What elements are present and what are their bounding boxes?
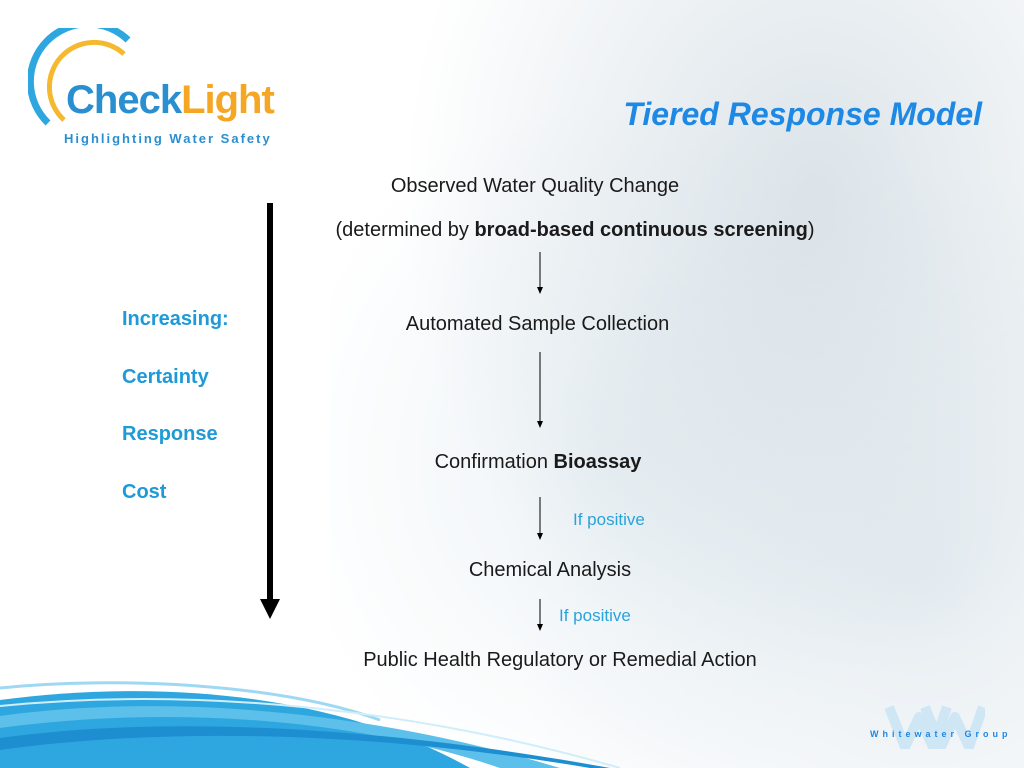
step-public-health-action: Public Health Regulatory or Remedial Act… — [363, 649, 757, 671]
step-sample-collection: Automated Sample Collection — [405, 313, 670, 335]
water-background — [330, 0, 1024, 768]
flow-arrow-2 — [537, 352, 543, 428]
side-item-certainty: Certainty — [122, 366, 209, 388]
side-item-cost: Cost — [122, 481, 167, 503]
logo-tagline: Highlighting Water Safety — [64, 131, 272, 146]
bioassay-prefix: Confirmation — [434, 451, 554, 473]
flow-arrow-1 — [537, 252, 543, 294]
step-confirmation-bioassay: Confirmation Bioassay — [390, 451, 686, 474]
screening-suffix: ) — [807, 219, 815, 241]
condition-if-positive-1: If positive — [573, 510, 645, 529]
flow-arrow-4 — [537, 599, 543, 631]
wave-decoration — [0, 681, 621, 768]
whitewater-watermark: Whitewater Group — [870, 729, 1012, 739]
step-screening-note: (determined by broad-based continuous sc… — [260, 219, 890, 242]
side-heading: Increasing: — [122, 308, 229, 330]
checklight-logo: CheckLight Highlighting Water Safety — [28, 28, 318, 158]
side-item-response: Response — [122, 423, 218, 445]
logo-light-text: Light — [181, 78, 275, 122]
flow-arrow-3 — [537, 497, 543, 540]
whitewater-logo-icon — [885, 705, 985, 749]
logo-wordmark: CheckLight — [66, 78, 275, 123]
logo-check-text: Check — [66, 78, 182, 122]
slide-title: Tiered Response Model — [623, 96, 982, 132]
condition-if-positive-2: If positive — [559, 606, 631, 625]
increasing-arrow — [260, 203, 280, 619]
screening-bold: broad-based continuous screening — [474, 219, 808, 241]
bioassay-bold: Bioassay — [553, 451, 642, 473]
screening-prefix: (determined by — [335, 219, 475, 241]
step-chemical-analysis: Chemical Analysis — [468, 559, 632, 581]
step-observed-change: Observed Water Quality Change — [390, 175, 680, 197]
